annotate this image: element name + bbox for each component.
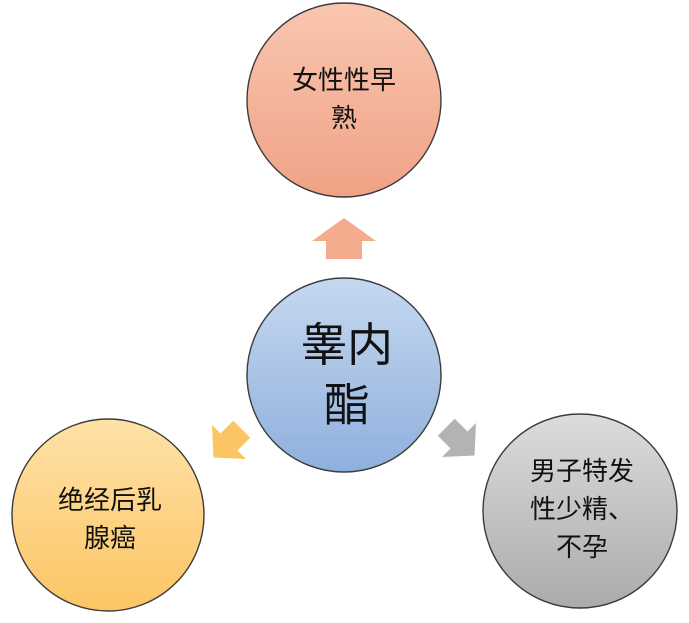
arrow-up-icon xyxy=(312,218,376,259)
center-node-circle xyxy=(246,277,442,473)
left-node-circle xyxy=(11,418,205,612)
right-node-circle xyxy=(482,413,678,609)
arrow-down-right-icon xyxy=(437,418,476,457)
arrow-down-left-icon xyxy=(212,420,251,459)
top-node-circle xyxy=(246,2,442,198)
